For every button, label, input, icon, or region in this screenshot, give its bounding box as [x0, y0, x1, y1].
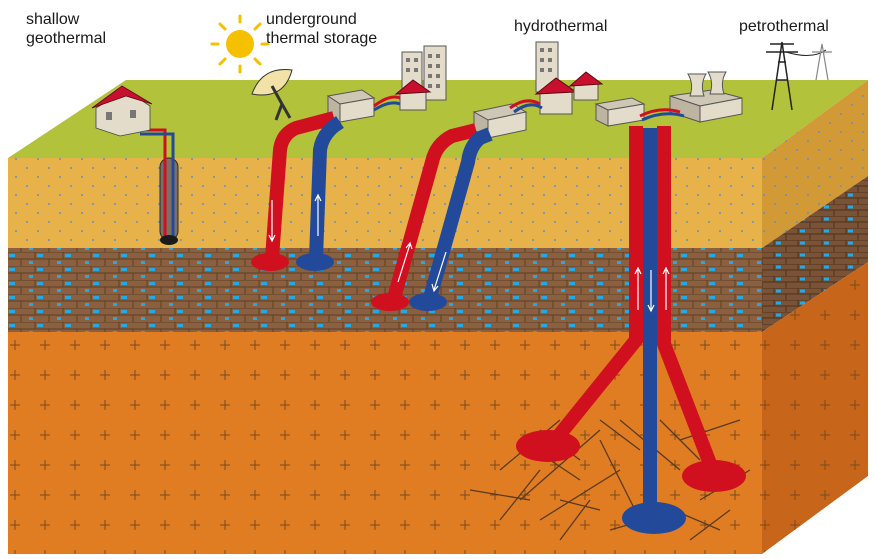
label-line: thermal storage	[266, 30, 378, 47]
cooling-tower-icon	[687, 73, 707, 97]
apartment-blocks	[401, 45, 447, 101]
hot-reservoir	[371, 293, 409, 311]
apartment-blocks	[535, 41, 559, 93]
power-plant	[669, 71, 743, 123]
production-well	[657, 126, 721, 477]
cooling-tower-icon	[707, 71, 727, 95]
house-roof	[91, 85, 153, 109]
production-well	[387, 123, 478, 300]
hot-fracture-zone	[516, 430, 580, 462]
label-underground-thermal-storage: underground thermal storage	[266, 10, 377, 48]
label-line: shallow	[26, 11, 80, 28]
aquifer-layer-side	[762, 176, 868, 332]
borehole-heat-exchanger	[159, 157, 179, 241]
solar-dish-icon	[251, 69, 293, 121]
aquifer-layer	[8, 248, 762, 332]
cold-reservoir	[296, 253, 334, 271]
injection-zone	[622, 502, 686, 534]
petrothermal-system	[516, 41, 832, 534]
hot-fracture-zone	[682, 460, 746, 492]
hot-well	[265, 111, 336, 259]
plant-building	[594, 97, 646, 127]
cold-reservoir	[409, 293, 447, 311]
label-petrothermal: petrothermal	[739, 18, 829, 35]
house	[534, 71, 604, 115]
hot-reservoir	[251, 253, 289, 271]
label-line: underground	[266, 11, 357, 28]
cold-well	[309, 116, 344, 259]
power-pylon-icon	[812, 43, 832, 81]
sun-icon	[210, 14, 270, 74]
label-line: geothermal	[26, 30, 107, 47]
production-well	[546, 126, 643, 449]
hydrothermal-system	[371, 41, 604, 311]
storage-building	[326, 89, 376, 123]
label-shallow-geothermal: shallow geothermal	[26, 10, 106, 48]
house	[394, 79, 432, 111]
underground-thermal-storage-system	[210, 14, 447, 271]
injection-well	[423, 127, 493, 300]
label-hydrothermal: hydrothermal	[514, 18, 608, 35]
shallow-geothermal-system	[91, 85, 179, 245]
